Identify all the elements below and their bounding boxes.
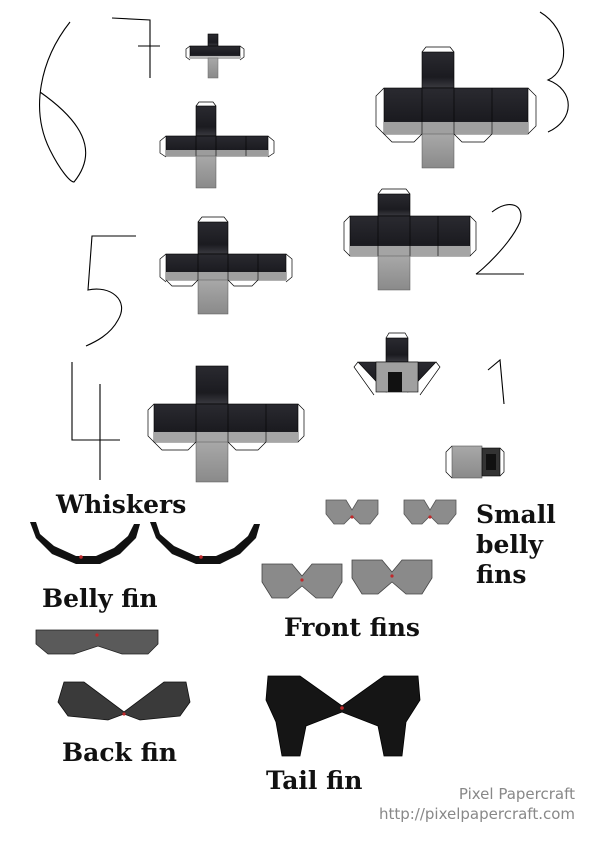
number-6-stroke [39, 21, 87, 183]
number-4-stroke [71, 362, 120, 480]
head-piece-1 [353, 332, 441, 396]
belly-fin-label: Belly fin [42, 584, 158, 613]
number-7-stroke [111, 17, 160, 78]
number-3-stroke [539, 11, 569, 133]
belly-fin-piece [35, 629, 159, 655]
body-segment-6 [159, 101, 275, 189]
front-fins-label: Front fins [284, 613, 421, 642]
nose-piece [445, 445, 505, 479]
back-fin-piece [57, 681, 191, 721]
tail-fin-piece [265, 675, 421, 757]
credit-url: http://pixelpapercraft.com [378, 805, 575, 823]
hand-drawn-numbers [39, 11, 569, 480]
whiskers-piece [30, 522, 260, 564]
tail-fin-label: Tail fin [266, 766, 363, 795]
body-segment-2 [343, 188, 477, 291]
body-segment-3 [375, 46, 537, 169]
small-belly-fins-piece [325, 499, 457, 525]
body-segment-4 [147, 365, 305, 483]
number-1-stroke [487, 358, 505, 405]
body-segment-5 [159, 216, 293, 315]
small-belly-fins-label-line-1: Small [476, 500, 556, 529]
small-belly-fins-label: Small belly fins [476, 500, 556, 590]
body-segment-7 [185, 33, 245, 79]
small-belly-fins-label-line-3: fins [476, 560, 527, 589]
back-fin-label: Back fin [62, 738, 177, 767]
number-2-stroke [475, 203, 524, 275]
small-belly-fins-label-line-2: belly [476, 530, 543, 559]
whiskers-label: Whiskers [56, 490, 187, 519]
credit-name: Pixel Papercraft [458, 785, 575, 803]
front-fins-piece [261, 559, 433, 599]
number-5-stroke [85, 235, 136, 347]
